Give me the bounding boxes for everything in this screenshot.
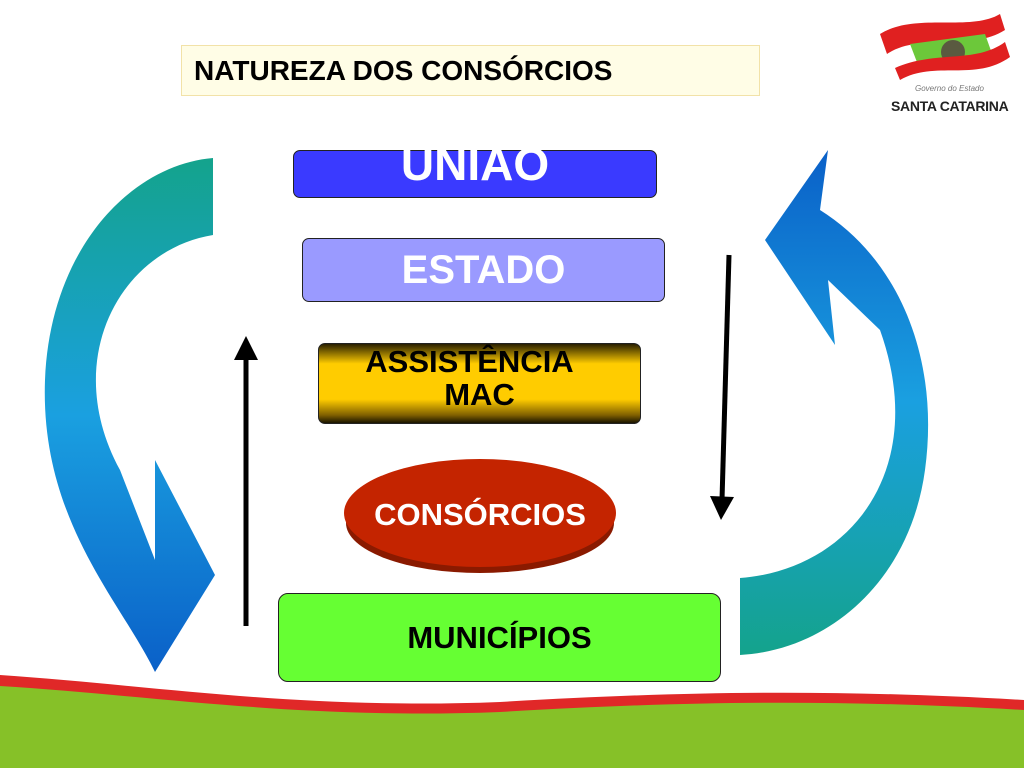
title-box: NATUREZA DOS CONSÓRCIOS: [181, 45, 760, 96]
logo-name: SANTA CATARINA: [891, 98, 1009, 114]
level-estado: ESTADO: [302, 238, 665, 302]
flag-emblem-icon: [880, 14, 1010, 80]
level-municipios-label: MUNICÍPIOS: [407, 619, 592, 655]
level-estado-label: ESTADO: [401, 247, 566, 292]
logo-subtitle: Governo do Estado: [915, 84, 984, 93]
level-consorcios: CONSÓRCIOS: [342, 457, 618, 573]
consorcios-ellipse: [344, 459, 616, 573]
level-assistencia-label: ASSISTÊNCIA: [365, 343, 574, 379]
ground: [0, 686, 1024, 768]
level-consorcios-label: CONSÓRCIOS: [374, 497, 586, 532]
curved-arrow-left-icon: [44, 158, 215, 672]
page-title: NATUREZA DOS CONSÓRCIOS: [194, 55, 613, 86]
level-municipios: MUNICÍPIOS: [278, 593, 721, 682]
arrow-down-icon: [710, 254, 734, 520]
logo: Governo do Estado SANTA CATARINA: [875, 12, 1020, 122]
level-assistencia: ASSISTÊNCIA MAC: [318, 343, 641, 424]
arrow-up-icon: [234, 336, 258, 626]
level-mac-label: MAC: [444, 376, 515, 412]
level-uniao-label: UNIÃO: [400, 138, 550, 190]
level-uniao: UNIÃO: [293, 141, 657, 198]
curved-arrow-right-icon: [740, 150, 929, 655]
